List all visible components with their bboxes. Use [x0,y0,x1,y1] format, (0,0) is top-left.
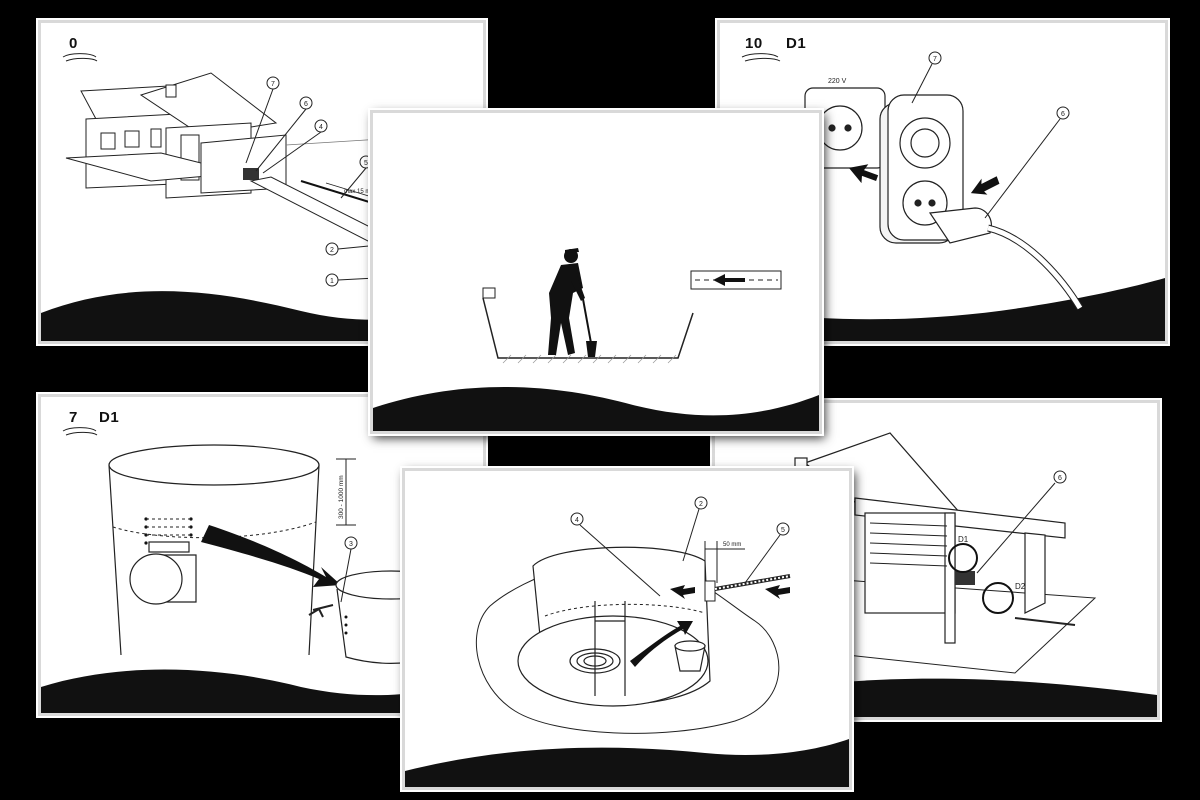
depth-dimension [336,458,356,526]
ground-wave [41,669,483,713]
callout-2: 2 [330,247,334,254]
timer-socket [879,94,964,244]
arrow-right-icon [670,585,695,599]
tank-cut-illustration: 300 - 1000 mm 3 [41,427,483,713]
detail-circle-d1 [948,543,978,573]
panel-tank-cut: 300 - 1000 mm 3 7 D1 [38,394,486,716]
wall-socket [804,87,886,169]
callout-6: 6 [1058,475,1062,482]
arrow-left-icon [713,274,745,286]
ground-wave [720,278,1165,341]
worker-silhouette [548,248,585,355]
pump-frame [569,601,626,696]
arrow-left-icon [848,164,879,184]
ground-wave [405,739,849,787]
panel-excavation [370,110,822,434]
arrow-icon [630,621,693,667]
detail-label: D1 [786,35,807,52]
arrow-left-icon [970,176,1000,195]
callout-7: 7 [271,81,275,88]
pump-unit-icon [955,571,975,585]
panel-tank-inside: 50 mm 4 2 5 [402,468,852,790]
rotation-arrow-icon [741,53,781,62]
callout-5: 5 [364,160,368,167]
excavation-illustration [373,248,819,431]
detail-circle-d2 [982,582,1014,614]
gap-dimension-label: 50 mm [723,542,741,548]
shovel [582,298,592,344]
inlet-pipe [129,541,197,605]
plug [928,207,992,244]
detail-label-d2: D2 [1015,582,1026,591]
detail-label-d1: D1 [958,535,969,544]
callout-7: 7 [933,56,937,63]
saw-icon [308,604,334,618]
garage [794,432,1066,644]
callout-6: 6 [304,101,308,108]
house [65,72,287,199]
step-number: 7 [69,409,78,426]
arrow-right-icon [765,585,790,599]
callout-5: 5 [781,527,785,534]
dimension-label: max 15 m [344,189,370,195]
arrow-icon [201,525,341,587]
detail-label: D1 [99,409,120,426]
tank-shell [108,444,320,656]
callout-3: 3 [349,541,353,548]
pit [482,297,694,359]
pump-unit-icon [243,168,259,180]
drill-marks [144,517,193,545]
callout-4: 4 [575,517,579,524]
callout-2: 2 [699,501,703,508]
depth-label: 300 - 1000 mm [338,475,345,519]
ground-wave [373,386,819,431]
step-number: 10 [745,35,763,52]
tank-inside-illustration: 50 mm 4 2 5 [405,496,849,787]
step-number: 0 [69,35,78,52]
rotation-arrow-icon [62,427,98,436]
voltage-label: 220 V [828,78,847,85]
socket-illustration: 220 V 7 6 [720,51,1165,341]
callout-6: 6 [1061,111,1065,118]
pump-bucket [674,640,706,672]
rotation-arrow-icon [62,53,98,62]
callout-1: 1 [330,278,334,285]
callout-4: 4 [319,124,323,131]
